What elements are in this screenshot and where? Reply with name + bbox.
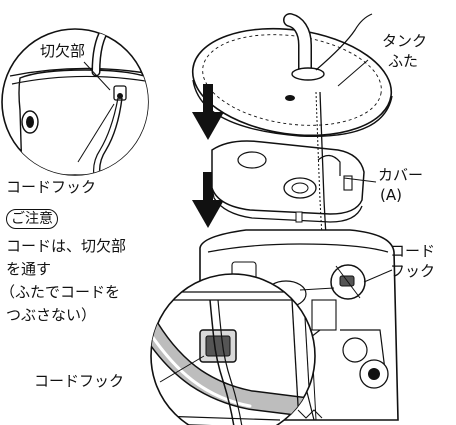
label-cord-hook-right-line1: コード bbox=[390, 242, 436, 260]
down-arrow-icon bbox=[192, 172, 224, 228]
caution-line-2: を通す bbox=[6, 260, 52, 278]
caution-line-3: （ふたでコードを bbox=[0, 283, 121, 301]
label-tank-lid-line2: ふた bbox=[388, 52, 419, 70]
magnifier-top-circle bbox=[1, 28, 149, 176]
label-cord-hook-right-line2: フック bbox=[390, 262, 436, 280]
caution-badge: ご注意 bbox=[6, 209, 58, 229]
down-arrow-icon bbox=[192, 84, 224, 140]
hook-detail-circle bbox=[330, 264, 393, 300]
caution-line-1: コードは、切欠部 bbox=[6, 237, 127, 255]
magnifier-bottom-circle bbox=[150, 273, 335, 425]
label-cord-hook-top: コードフック bbox=[6, 178, 97, 196]
label-cover-a-line1: カバー bbox=[378, 166, 424, 184]
label-cord-hook-bottom: コードフック bbox=[34, 372, 125, 390]
label-kirikakebu: 切欠部 bbox=[40, 42, 86, 60]
tank-lid bbox=[191, 13, 393, 138]
label-tank-lid-line1: タンク bbox=[382, 32, 428, 50]
label-cover-a-line2: (A) bbox=[380, 186, 402, 204]
caution-line-4: つぶさない） bbox=[6, 306, 97, 324]
